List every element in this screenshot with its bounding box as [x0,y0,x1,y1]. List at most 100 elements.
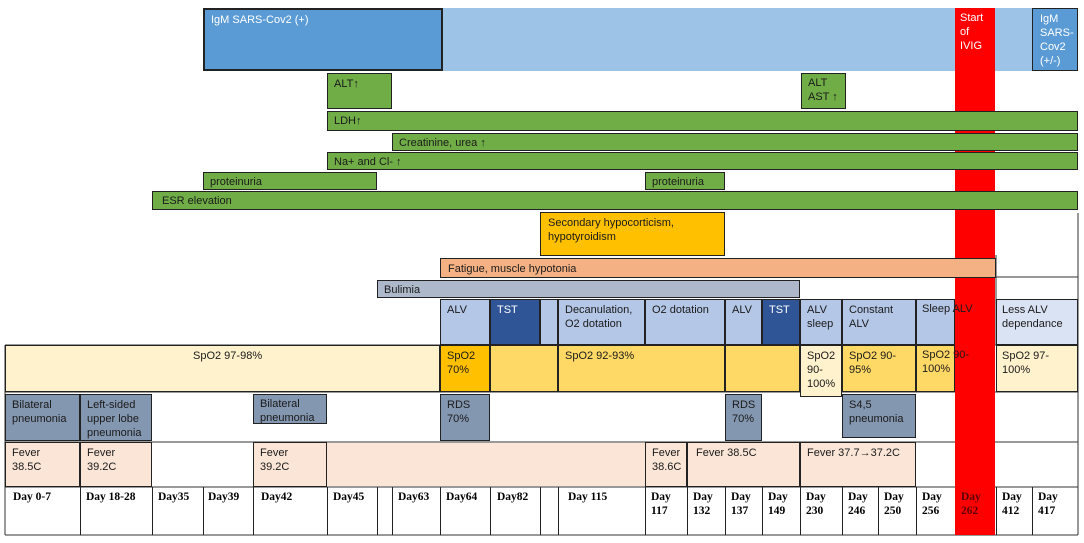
day-label: Day64 [446,491,478,503]
day-divider [253,487,254,535]
rds-bar-1: RDS 70% [440,394,490,441]
creatinine-label: Creatinine, urea ↑ [399,137,486,149]
day-label: Day63 [398,491,430,503]
sleep-alv-label: Sleep ALV [922,303,973,315]
fever-bar-4: Fever 38.6C [645,442,687,487]
tst-bar-1: TST [490,299,540,345]
tst-bar-2: TST [762,299,800,345]
bilateral-pneumonia-label-1: Bilateral pneumonia [12,399,67,425]
hypocorticism-label: Secondary hypocorticism, hypotyroidism [548,217,674,243]
spo2-bar-1: SpO2 97-98% [5,345,440,392]
fever-label-4: Fever 38.6C [652,447,682,473]
fever-label-3: Fever 39.2C [260,447,290,473]
proteinuria-label-2: proteinuria [652,176,704,188]
fever-bar-5: Fever 38.5C [687,442,800,487]
alv-sleep-label: ALV sleep [807,304,834,330]
igm-equivocal-bar: IgM SARS- Cov2 (+/-) [1032,8,1078,71]
day-label: Day82 [497,491,529,503]
rds-label-2: RDS 70% [732,399,756,425]
s45-pneumonia-label: S4,5 pneumonia [849,399,904,425]
day-label: Day35 [158,491,190,503]
spo2-label-5: SpO2 90- 95% [849,350,897,376]
day-label: Day 230 [806,491,826,517]
day-label-ivig: Day 262 [961,491,981,517]
bilateral-pneumonia-bar-1: Bilateral pneumonia [5,394,80,441]
treatment-gap-1 [540,299,558,345]
day-label: Day 149 [768,491,788,517]
s45-pneumonia-bar: S4,5 pneumonia [842,394,916,438]
esr-label: ESR elevation [162,195,232,207]
rds-bar-2: RDS 70% [725,394,762,441]
alt-label: ALT↑ [334,78,359,90]
decanulation-bar: Decanulation, O2 dotation [558,299,645,345]
day-divider [645,487,646,535]
alv-label-2: ALV [732,304,752,316]
bilateral-pneumonia-label-2: Bilateral pneumonia [260,398,315,424]
spo2-label-7: SpO2 97- 100% [1002,350,1050,376]
bulimia-label: Bulimia [384,284,421,296]
day-label: Day 117 [651,491,671,517]
day-label: Day 256 [922,491,942,517]
day-divider [996,487,997,535]
day-label: Day 0-7 [13,491,52,503]
day-label: Day 137 [731,491,751,517]
o2-dotation-bar: O2 dotation [645,299,725,345]
spo2-bar-3: SpO2 92-93% [558,345,725,392]
day-divider [203,487,204,535]
day-label: Day 246 [848,491,868,517]
alv-bar-1: ALV [440,299,490,345]
day-label: Day 115 [568,491,608,503]
day-label: Day 18-28 [86,491,136,503]
proteinuria-label-1: proteinuria [210,176,262,188]
na-cl-label: Na+ and Cl- ↑ [334,156,402,168]
proteinuria-bar-2: proteinuria [645,172,725,190]
hypocorticism-bar: Secondary hypocorticism, hypotyroidism [540,212,725,256]
day-label: Day 412 [1002,491,1022,517]
spo2-bar-5: SpO2 90- 95% [842,345,916,392]
spo2-label-1: SpO2 97-98% [193,350,263,362]
fever-bar-continuous [327,443,645,486]
constant-alv-label: Constant ALV [849,304,894,330]
left-upper-pneumonia-bar: Left-sided upper lobe pneumonia [80,394,152,441]
alt-bar: ALT↑ [327,73,392,109]
alv-bar-2: ALV [725,299,762,345]
esr-bar: ESR elevation [152,191,1078,210]
rds-label-1: RDS 70% [447,399,471,425]
fever-bar-6: Fever 37.7→37.2C [800,442,916,487]
proteinuria-bar-1: proteinuria [203,172,377,190]
fever-label-6: Fever 37.7→37.2C [807,447,900,459]
day-divider [916,487,917,535]
day-divider [762,487,763,535]
left-upper-pneumonia-label: Left-sided upper lobe pneumonia [87,399,142,439]
decanulation-label: Decanulation, O2 dotation [565,304,633,330]
alv-sleep-bar: ALV sleep [800,299,842,345]
day-label: Day 250 [884,491,904,517]
spo2-label-6: SpO2 90- 100% [922,349,970,375]
fever-label-2: Fever 39.2C [87,447,117,473]
fatigue-bar: Fatigue, muscle hypotonia [440,258,996,278]
sleep-alv-bar [916,299,955,345]
igm-continuation-bar-2 [995,8,1032,71]
spo2-bar-3b [725,345,800,392]
day-divider [558,487,559,535]
igm-equivocal-label: IgM SARS- Cov2 (+/-) [1040,13,1074,67]
day-label: Day42 [261,491,293,503]
bilateral-pneumonia-bar-2: Bilateral pneumonia [253,394,327,424]
day-label: Day45 [333,491,365,503]
spo2-label-4: SpO2 90- 100% [807,350,836,390]
day-divider [725,487,726,535]
alt-ast-label: ALT AST ↑ [808,77,838,103]
day-divider [80,487,81,535]
fever-bar-3: Fever 39.2C [253,442,327,487]
ldh-bar: LDH↑ [327,111,1078,131]
tst-label-1: TST [497,304,518,316]
ldh-label: LDH↑ [334,115,362,127]
day-divider [490,487,491,535]
alt-ast-bar: ALT AST ↑ [801,73,846,109]
alv-label-1: ALV [447,304,467,316]
spo2-bar-6 [916,345,955,392]
day-label: Day 132 [693,491,713,517]
spo2-label-3: SpO2 92-93% [565,350,635,362]
day-divider [1032,487,1033,535]
